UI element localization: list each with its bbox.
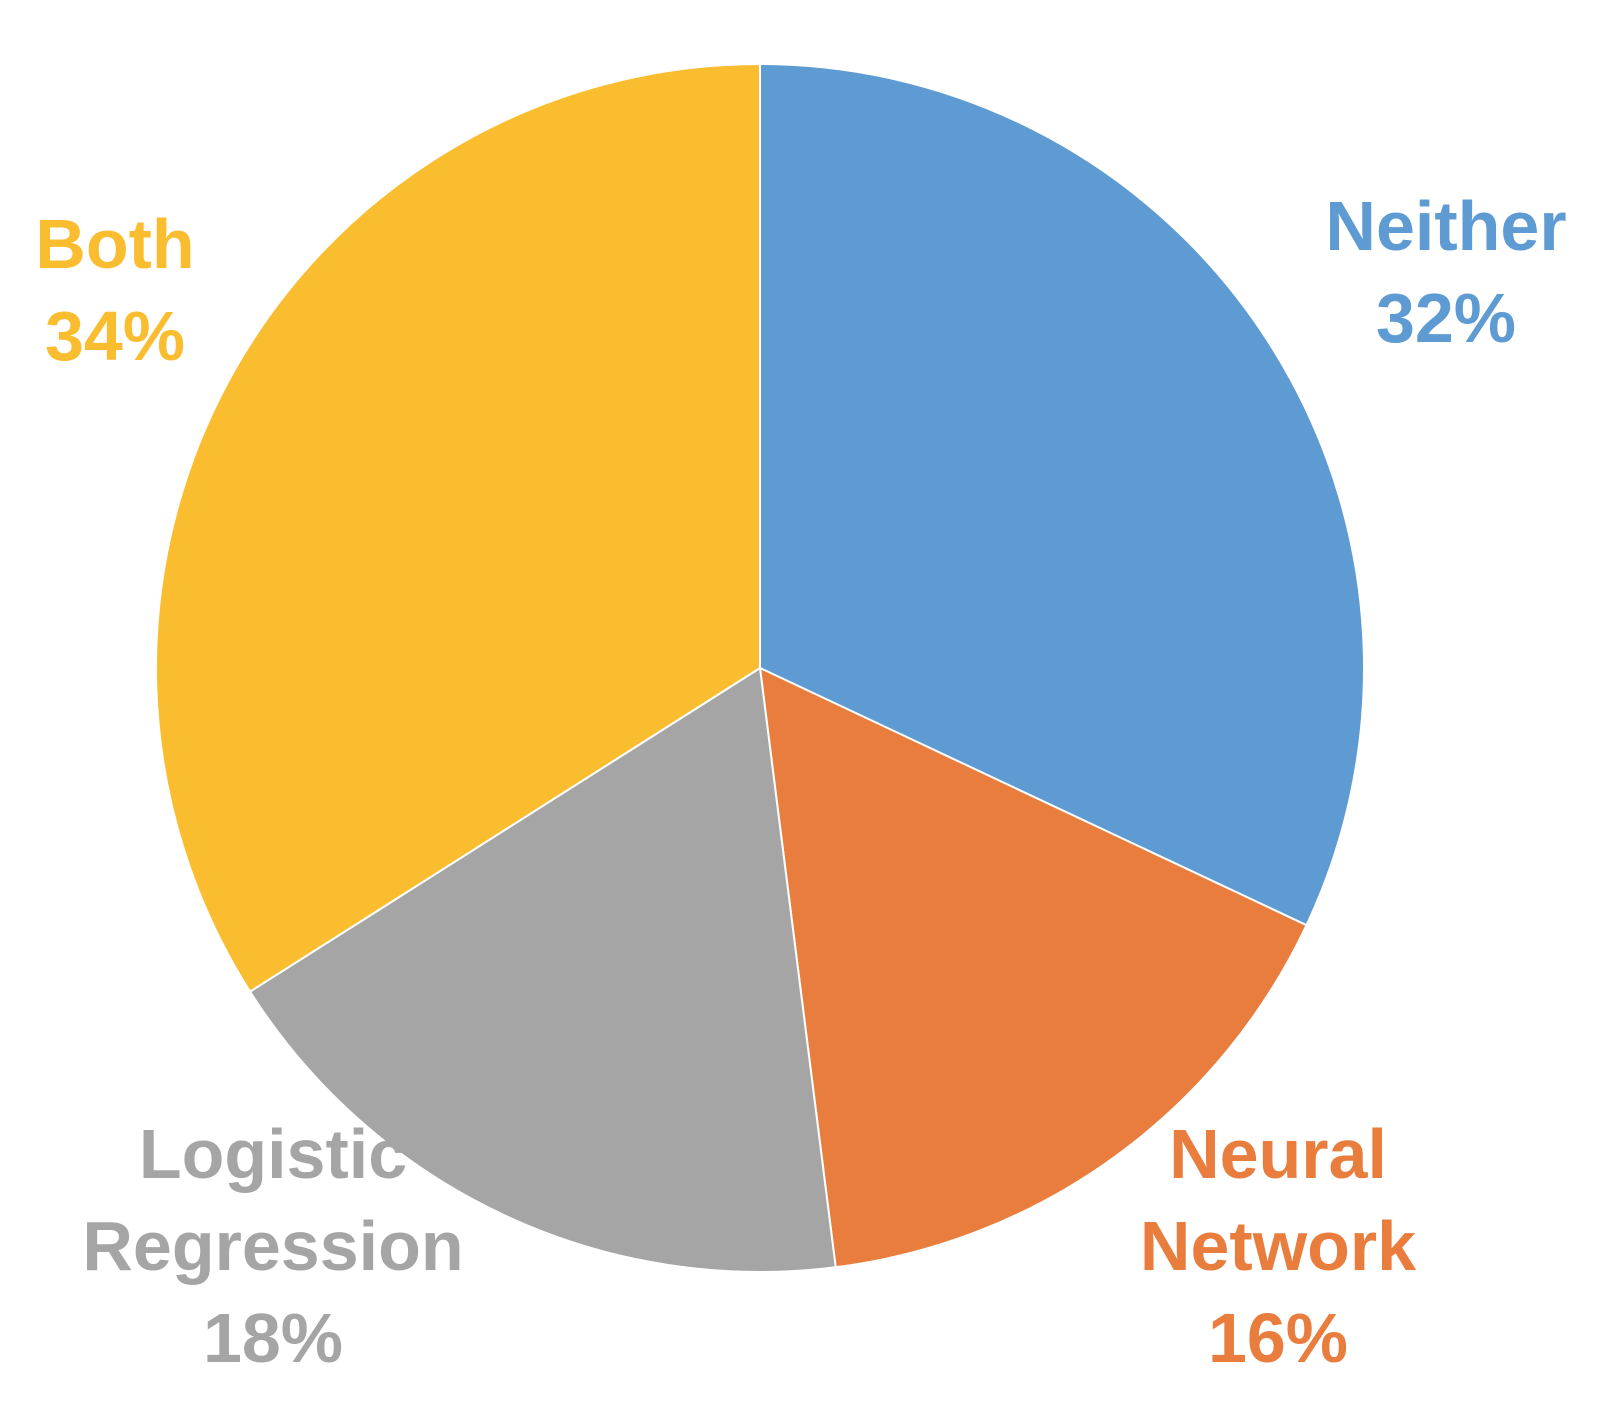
slice-category-label: Logistic bbox=[139, 1115, 407, 1193]
slice-label-both: Both 34% bbox=[35, 205, 194, 375]
pie-slice-neither bbox=[759, 62, 1365, 927]
slice-percent-label: 16% bbox=[1208, 1299, 1348, 1377]
slice-category-label: Neither bbox=[1325, 187, 1566, 265]
slice-category-label: Regression bbox=[82, 1207, 463, 1285]
slice-category-label: Network bbox=[1140, 1207, 1416, 1285]
pie-slice-neural-network bbox=[758, 666, 1308, 1269]
pie-slice-logistic-regression bbox=[248, 666, 837, 1273]
slice-category-label: Both bbox=[35, 205, 194, 283]
slice-percent-label: 34% bbox=[45, 297, 185, 375]
pie-slice-both bbox=[155, 62, 761, 994]
slice-percent-label: 32% bbox=[1376, 279, 1516, 357]
slices-layer bbox=[155, 62, 1365, 1273]
slice-label-neither: Neither 32% bbox=[1325, 187, 1566, 357]
slice-category-label: Neural bbox=[1169, 1115, 1387, 1193]
slice-percent-label: 18% bbox=[203, 1299, 343, 1377]
